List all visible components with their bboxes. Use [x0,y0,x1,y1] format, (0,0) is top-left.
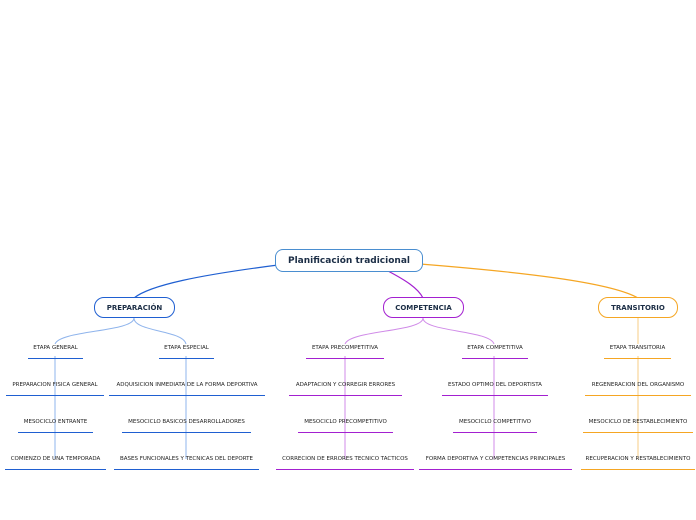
branch-competencia[interactable]: COMPETENCIA [383,297,464,318]
leaf-etapa-transitoria[interactable]: ETAPA TRANSITORIA [604,345,671,359]
leaf-recuperacion-restablecimiento[interactable]: RECUPERACION Y RESTABLECIMIENTO [581,456,695,470]
leaf-mesociclo-competitivo[interactable]: MESOCICLO COMPETITIVO [453,419,537,433]
leaf-mesociclo-precompetitivo[interactable]: MESOCICLO PRECOMPETITIVO [298,419,393,433]
leaf-regeneracion-organismo[interactable]: REGENERACION DEL ORGANISMO [585,382,691,396]
leaf-etapa-precompetitiva[interactable]: ETAPA PRECOMPETITIVA [306,345,384,359]
leaf-etapa-especial[interactable]: ETAPA ESPECIAL [159,345,214,359]
leaf-adquisicion-forma-deportiva[interactable]: ADQUISICION INMEDIATA DE LA FORMA DEPORT… [109,382,265,396]
branch-transitorio[interactable]: TRANSITORIO [598,297,678,318]
leaf-estado-optimo[interactable]: ESTADO OPTIMO DEL DEPORTISTA [442,382,548,396]
leaf-bases-funcionales[interactable]: BASES FUNCIONALES Y TECNICAS DEL DEPORTE [114,456,259,470]
leaf-mesociclo-entrante[interactable]: MESOCICLO ENTRANTE [18,419,93,433]
leaf-mesociclo-basicos[interactable]: MESOCICLO BASICOS DESARROLLADORES [122,419,251,433]
leaf-etapa-general[interactable]: ETAPA GENERAL [28,345,83,359]
leaf-etapa-competitiva[interactable]: ETAPA COMPETITIVA [462,345,528,359]
leaf-adaptacion-errores[interactable]: ADAPTACION Y CORREGIR ERRORES [289,382,402,396]
leaf-comienzo-temporada[interactable]: COMIENZO DE UNA TEMPORADA [5,456,106,470]
leaf-correcion-errores[interactable]: CORRECION DE ERRORES TECNICO TACTICOS [276,456,414,470]
branch-preparacion[interactable]: PREPARACIÓN [94,297,175,318]
leaf-preparacion-fisica-general[interactable]: PREPARACION FISICA GENERAL [6,382,104,396]
leaf-mesociclo-restablecimiento[interactable]: MESOCICLO DE RESTABLECIMIENTO [583,419,693,433]
leaf-forma-deportiva[interactable]: FORMA DEPORTIVA Y COMPETENCIAS PRINCIPAL… [419,456,572,470]
root-topic[interactable]: Planificación tradicional [275,249,423,272]
